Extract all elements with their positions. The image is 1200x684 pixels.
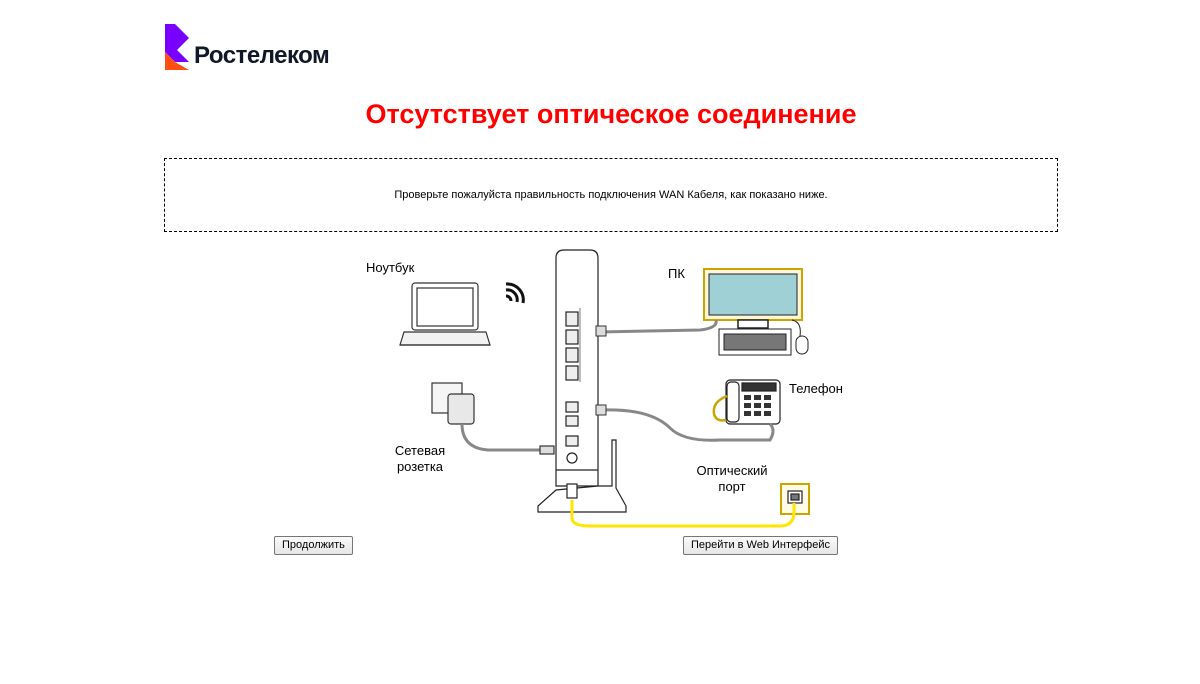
optical-port-label-line1: Оптический: [696, 463, 768, 478]
notice-box: Проверьте пожалуйста правильность подклю…: [164, 158, 1058, 232]
laptop-icon: [399, 282, 491, 346]
continue-button[interactable]: Продолжить: [274, 536, 353, 555]
page-title: Отсутствует оптическое соединение: [365, 99, 857, 129]
outlet-label: Сетевая розетка: [390, 443, 450, 475]
web-interface-button[interactable]: Перейти в Web Интерфейс: [683, 536, 838, 555]
notice-text: Проверьте пожалуйста правильность подклю…: [394, 189, 828, 201]
mouse-icon: [791, 319, 809, 355]
keyboard-icon: [718, 328, 792, 356]
wifi-icon: [505, 282, 525, 304]
outlet-label-line2: розетка: [396, 459, 444, 474]
router-icon: [537, 249, 627, 513]
phone-label: Телефон: [789, 381, 843, 396]
power-adapter-icon: [431, 382, 555, 455]
outlet-label-line1: Сетевая: [394, 443, 446, 458]
optical-port-label: Оптический порт: [690, 463, 774, 495]
pc-label: ПК: [668, 266, 685, 281]
pc-monitor-icon: [703, 268, 803, 329]
optical-port-label-line2: порт: [718, 479, 746, 494]
laptop-label: Ноутбук: [366, 260, 415, 275]
phone-icon: [712, 379, 781, 425]
brand-name: Ростелеком: [194, 42, 330, 69]
rostelecom-logo-icon: [165, 24, 189, 70]
brand-logo: Ростелеком: [163, 22, 353, 74]
